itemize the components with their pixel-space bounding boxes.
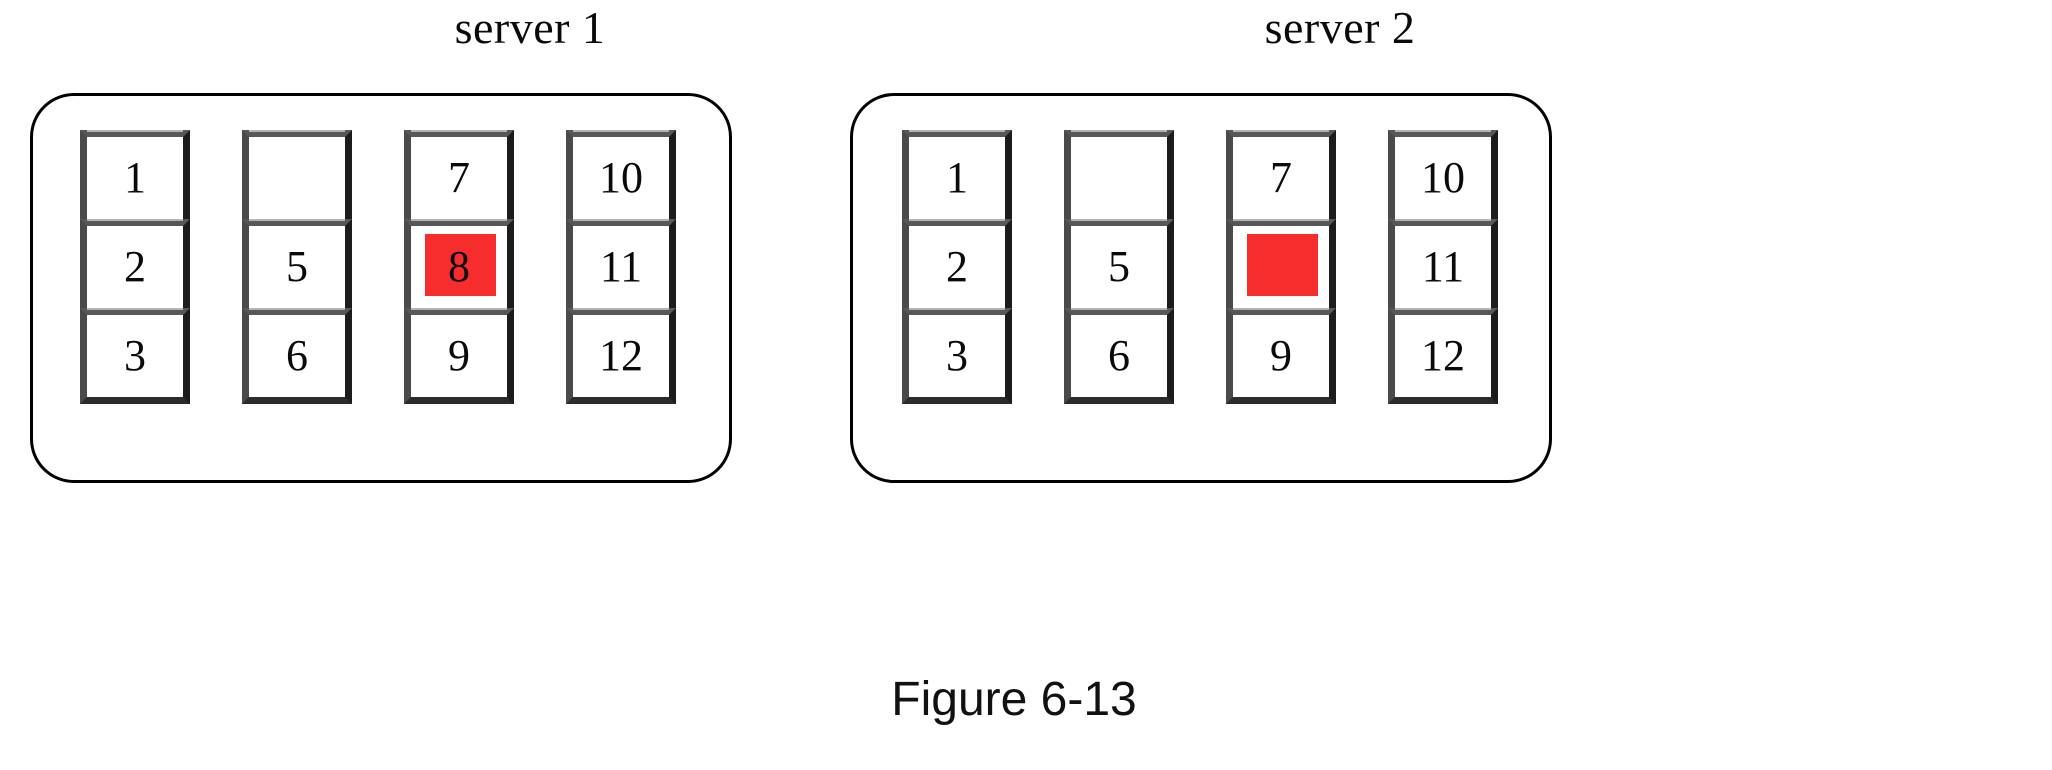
memory-cell[interactable]: 5 [242, 219, 352, 308]
server-1-column-4: 10 11 12 [566, 130, 676, 404]
memory-cell[interactable]: 12 [1388, 308, 1498, 404]
cell-label: 1 [946, 153, 968, 202]
memory-cell[interactable]: 10 [1388, 130, 1498, 219]
memory-cell[interactable]: 7 [1226, 130, 1336, 219]
memory-cell[interactable]: 3 [80, 308, 190, 404]
memory-cell[interactable]: 5 [1064, 219, 1174, 308]
memory-cell[interactable]: 9 [1226, 308, 1336, 404]
cell-label: 2 [946, 242, 968, 291]
server-1-column-1: 1 2 3 [80, 130, 190, 404]
server-group-2: server 2 1 2 3 5 [850, 0, 1730, 500]
server-2-column-3: 7 9 [1226, 130, 1336, 404]
cell-label: 12 [599, 331, 643, 380]
memory-cell[interactable]: 2 [80, 219, 190, 308]
memory-cell[interactable]: 11 [1388, 219, 1498, 308]
server-2-column-4: 10 11 12 [1388, 130, 1498, 404]
memory-cell-highlighted[interactable]: 8 [404, 219, 514, 308]
server-2-columns: 1 2 3 5 6 [902, 130, 1498, 404]
cell-label: 2 [124, 242, 146, 291]
cell-label: 7 [448, 153, 470, 202]
cell-label: 3 [946, 331, 968, 380]
memory-cell[interactable]: 1 [80, 130, 190, 219]
cell-label: 10 [1421, 153, 1465, 202]
server-2-column-1: 1 2 3 [902, 130, 1012, 404]
server-group-1: server 1 1 2 3 5 [30, 0, 910, 500]
server-2-title: server 2 [1264, 2, 1416, 53]
memory-cell[interactable]: 11 [566, 219, 676, 308]
server-2-enclosure [850, 93, 1552, 483]
cell-label: 12 [1421, 331, 1465, 380]
memory-cell[interactable]: 3 [902, 308, 1012, 404]
memory-cell-highlighted[interactable] [1226, 219, 1336, 308]
server-1-columns: 1 2 3 5 6 [80, 130, 676, 404]
memory-cell[interactable]: 6 [1064, 308, 1174, 404]
memory-cell[interactable]: 1 [902, 130, 1012, 219]
cell-label: 1 [124, 153, 146, 202]
cell-label: 5 [1108, 242, 1130, 291]
memory-cell[interactable]: 6 [242, 308, 352, 404]
memory-cell[interactable]: 2 [902, 219, 1012, 308]
cell-label: 7 [1270, 153, 1292, 202]
memory-cell[interactable]: 12 [566, 308, 676, 404]
cell-label: 8 [448, 242, 470, 291]
cell-label: 6 [1108, 331, 1130, 380]
server-1-title: server 1 [454, 2, 606, 53]
server-1-column-3: 7 8 9 [404, 130, 514, 404]
memory-cell-empty[interactable] [1064, 130, 1174, 219]
red-highlight-block [1247, 234, 1318, 296]
red-highlight-block [425, 234, 496, 296]
memory-cell[interactable]: 7 [404, 130, 514, 219]
figure-caption: Figure 6-13 [891, 673, 1137, 726]
cell-label: 11 [599, 242, 643, 291]
cell-label: 11 [1421, 242, 1465, 291]
cell-label: 3 [124, 331, 146, 380]
memory-cell[interactable]: 10 [566, 130, 676, 219]
memory-cell[interactable]: 9 [404, 308, 514, 404]
cell-label: 9 [1270, 331, 1292, 380]
cell-label: 5 [286, 242, 308, 291]
server-1-enclosure [30, 93, 732, 483]
cell-label: 6 [286, 331, 308, 380]
cell-label: 10 [599, 153, 643, 202]
memory-cell-empty[interactable] [242, 130, 352, 219]
cell-label: 9 [448, 331, 470, 380]
server-2-column-2: 5 6 [1064, 130, 1174, 404]
server-1-column-2: 5 6 [242, 130, 352, 404]
